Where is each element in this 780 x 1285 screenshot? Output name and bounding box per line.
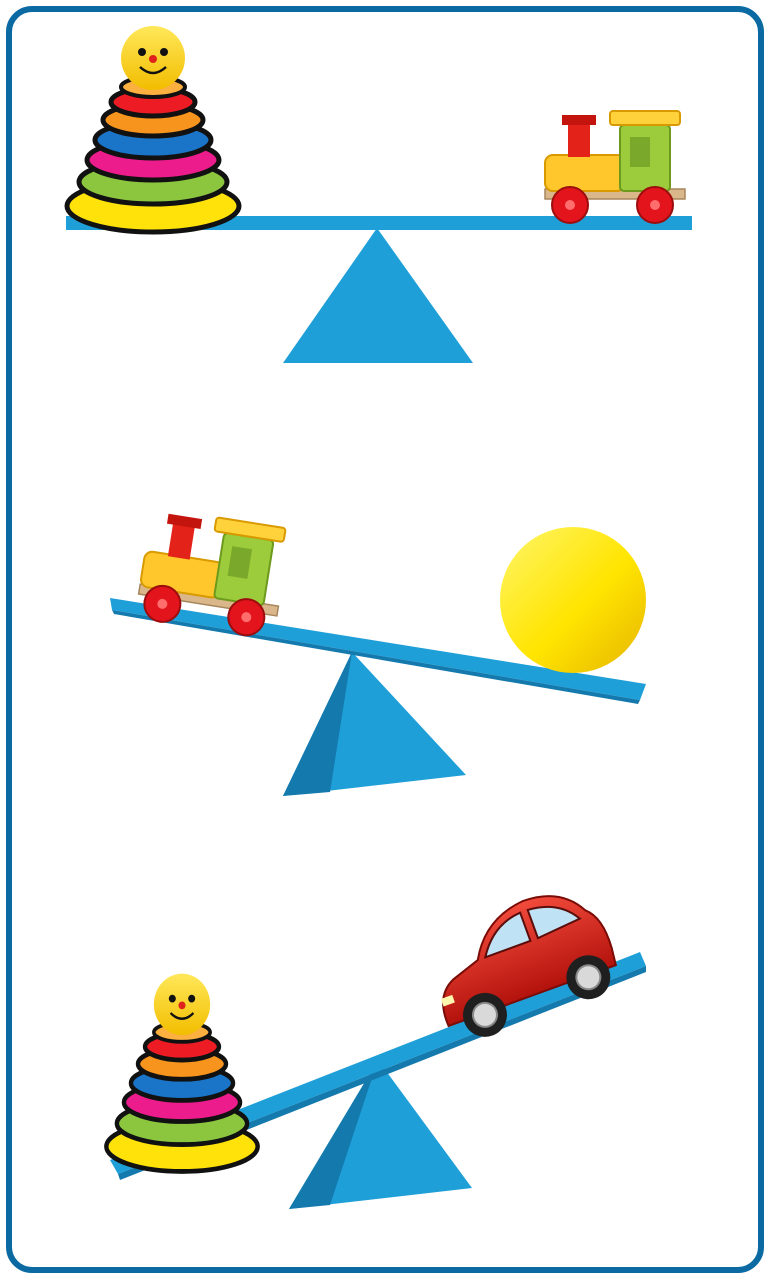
seesaw-fulcrum bbox=[283, 228, 473, 363]
stacking-ring-toy bbox=[67, 26, 239, 232]
red-toy-car bbox=[417, 878, 626, 1049]
seesaw-scene-balanced bbox=[66, 26, 692, 363]
seesaw-scene-right-up bbox=[106, 878, 646, 1209]
stacking-ring-toy bbox=[106, 974, 257, 1172]
yellow-ball bbox=[500, 527, 646, 673]
seesaw-scene-left-up bbox=[110, 507, 646, 796]
toy-train bbox=[545, 111, 685, 223]
